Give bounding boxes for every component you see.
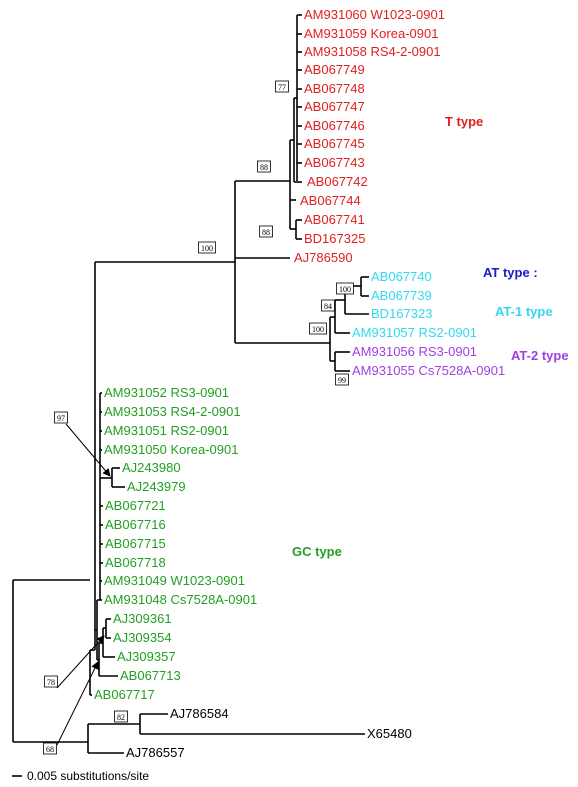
bootstrap-box xyxy=(114,710,128,723)
leaf-label: AB067713 xyxy=(120,668,181,683)
leaf-label: AJ786590 xyxy=(294,250,353,265)
bootstrap-value: 99 xyxy=(338,376,346,385)
scale-bar-label: 0.005 substitutions/site xyxy=(27,769,149,783)
leaf-label: AB067741 xyxy=(304,212,365,227)
bootstrap-box xyxy=(275,80,289,93)
leaf-label: AM931058 RS4-2-0901 xyxy=(304,44,441,59)
leaf-label: AJ309354 xyxy=(113,630,172,645)
leaf-label: X65480 xyxy=(367,726,412,741)
leaf-label: AJ243980 xyxy=(122,460,181,475)
bootstrap-value: 100 xyxy=(201,244,213,253)
bootstrap-value: 78 xyxy=(47,678,55,687)
leaf-label: AM931052 RS3-0901 xyxy=(104,385,229,400)
leaf-label: AM931050 Korea-0901 xyxy=(104,442,238,457)
leaf-label: AB067746 xyxy=(304,118,365,133)
leaf-label: AB067716 xyxy=(105,517,166,532)
bootstrap-value: 100 xyxy=(312,325,324,334)
leaf-label: AM931051 RS2-0901 xyxy=(104,423,229,438)
leaf-label: AJ309361 xyxy=(113,611,172,626)
leaf-label: AB067745 xyxy=(304,136,365,151)
bootstrap-value: 97 xyxy=(57,414,65,423)
group-label-at2-type: AT-2 type xyxy=(511,348,569,363)
leaf-label: AJ243979 xyxy=(127,479,186,494)
leaf-label: AJ309357 xyxy=(117,649,176,664)
bootstrap-value: 100 xyxy=(339,285,351,294)
bootstrap-value: 84 xyxy=(324,302,332,311)
leaf-label: AB067747 xyxy=(304,99,365,114)
bootstrap-box xyxy=(259,225,273,238)
bootstrap-arrow xyxy=(56,635,105,689)
leaf-label: AM931048 Cs7528A-0901 xyxy=(104,592,257,607)
leaf-label: AM931049 W1023-0901 xyxy=(104,573,245,588)
leaf-label: AB067742 xyxy=(307,174,368,189)
leaf-label: AB067748 xyxy=(304,81,365,96)
leaf-label: AB067718 xyxy=(105,555,166,570)
bootstrap-box xyxy=(54,411,68,424)
group-label-gc-type: GC type xyxy=(292,544,342,559)
leaf-label: AB067749 xyxy=(304,62,365,77)
leaf-label: AB067715 xyxy=(105,536,166,551)
leaf-label: AB067743 xyxy=(304,155,365,170)
group-label-t-type: T type xyxy=(445,114,483,129)
leaf-label: BD167323 xyxy=(371,306,432,321)
bootstrap-value: 88 xyxy=(262,228,270,237)
bootstrap-box xyxy=(44,675,58,688)
leaf-label: AB067740 xyxy=(371,269,432,284)
bootstrap-value: 82 xyxy=(117,713,125,722)
bootstrap-value: 68 xyxy=(46,745,54,754)
bootstrap-box xyxy=(257,160,271,173)
bootstrap-box xyxy=(198,241,216,254)
bootstrap-value: 88 xyxy=(260,163,268,172)
group-label-at1-type: AT-1 type xyxy=(495,304,553,319)
bootstrap-arrow xyxy=(56,661,99,746)
bootstrap-box xyxy=(321,299,335,312)
leaf-label: AB067744 xyxy=(300,193,361,208)
leaf-label: AB067739 xyxy=(371,288,432,303)
leaf-label: AM931056 RS3-0901 xyxy=(352,344,477,359)
leaf-label: AJ786584 xyxy=(170,706,229,721)
group-label-at-type: AT type : xyxy=(483,265,538,280)
leaf-label: AB067721 xyxy=(105,498,166,513)
leaf-label: AM931059 Korea-0901 xyxy=(304,26,438,41)
bootstrap-box xyxy=(335,373,349,386)
leaf-label: BD167325 xyxy=(304,231,365,246)
leaf-label: AM931053 RS4-2-0901 xyxy=(104,404,241,419)
leaf-label: AM931057 RS2-0901 xyxy=(352,325,477,340)
bootstrap-arrow xyxy=(65,423,111,477)
leaf-label: AM931060 W1023-0901 xyxy=(304,7,445,22)
bootstrap-box xyxy=(309,322,327,335)
leaf-label: AM931055 Cs7528A-0901 xyxy=(352,363,505,378)
bootstrap-box xyxy=(43,742,57,755)
bootstrap-value: 77 xyxy=(278,83,286,92)
leaf-label: AJ786557 xyxy=(126,745,185,760)
bootstrap-box xyxy=(336,282,354,295)
leaf-label: AB067717 xyxy=(94,687,155,702)
